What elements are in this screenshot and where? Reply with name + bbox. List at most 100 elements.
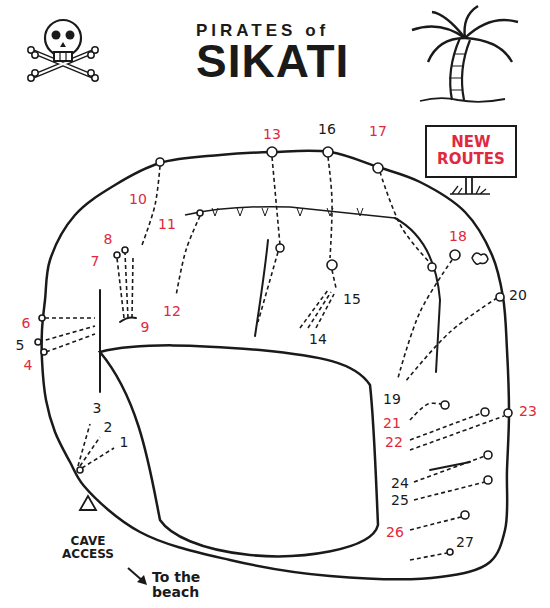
route-line: [398, 260, 452, 378]
route-number: 5: [16, 338, 25, 353]
route-line: [117, 258, 124, 318]
route-number: 26: [386, 525, 404, 540]
sign-box: NEW ROUTES: [425, 125, 517, 178]
route-line: [308, 292, 331, 328]
route-number: 20: [509, 288, 527, 303]
skull-jaw: [54, 52, 72, 61]
route-line: [78, 424, 90, 466]
wall-line: [120, 318, 136, 323]
bone-knob: [88, 70, 94, 76]
skull-head: [45, 20, 81, 56]
route-line: [410, 413, 482, 440]
route-line: [405, 298, 497, 382]
route-line: [300, 290, 328, 328]
route-number: 27: [456, 535, 474, 550]
beach-arrowhead: [137, 575, 147, 585]
route-line: [414, 456, 485, 482]
route-number: 3: [93, 401, 102, 416]
route-number: 14: [309, 332, 327, 347]
anchor-circle: [39, 315, 45, 321]
roof-line: [185, 207, 395, 218]
route-line: [328, 157, 332, 258]
route-line: [258, 252, 278, 322]
route-number: 21: [383, 416, 401, 431]
anchor-circle: [373, 163, 383, 173]
cave-triangle: [80, 496, 96, 510]
route-number: 25: [391, 493, 409, 508]
bone-knob: [32, 70, 38, 76]
direction-label: To the beach: [152, 570, 212, 601]
route-line: [332, 270, 336, 288]
palm-frond: [432, 12, 465, 38]
route-line: [82, 448, 114, 468]
route-line: [380, 172, 432, 265]
palm-trunk: [450, 38, 470, 100]
skull-teeth: [60, 52, 66, 61]
anchor-circle: [461, 511, 469, 519]
wall-line: [395, 218, 440, 372]
route-number: 13: [263, 127, 281, 142]
ground-line: [420, 98, 505, 102]
roof-hatch: [237, 208, 243, 216]
route-number: 15: [343, 292, 361, 307]
anchor-circle: [77, 467, 83, 473]
route-line: [410, 517, 461, 530]
route-number: 10: [129, 192, 147, 207]
route-line: [39, 326, 95, 342]
anchor-circle: [327, 260, 337, 270]
route-number: 4: [24, 358, 33, 373]
anchor-circle: [267, 147, 277, 157]
bone-knob: [88, 52, 94, 58]
skull-eye: [52, 31, 61, 40]
anchor-circle: [504, 409, 512, 417]
roof-hatch: [212, 208, 218, 216]
anchor-circle: [156, 158, 164, 166]
route-line: [410, 403, 441, 420]
route-number: 19: [383, 392, 401, 407]
route-number: 9: [141, 320, 150, 335]
roof-hatch: [357, 208, 363, 216]
route-line: [46, 334, 95, 352]
anchor-circle: [484, 451, 492, 459]
anchor-circle: [197, 210, 203, 216]
sign-post: [466, 177, 472, 194]
cave-floor: [100, 345, 378, 556]
route-line: [132, 258, 133, 318]
access-label: CAVE ACCESS: [62, 535, 114, 561]
skull-nose: [60, 42, 66, 47]
route-number: 17: [369, 124, 387, 139]
route-number: 2: [104, 420, 113, 435]
route-line: [414, 482, 485, 500]
anchor-circle: [122, 247, 128, 253]
bone-knob: [32, 52, 38, 58]
anchor-circle: [484, 476, 492, 484]
route-number: 8: [104, 232, 113, 247]
route-line: [176, 216, 200, 296]
wall-line: [255, 240, 268, 336]
grass: [450, 186, 490, 194]
anchor-circle: [447, 549, 453, 555]
anchor-circle: [450, 250, 460, 260]
anchor-circle: [428, 263, 436, 271]
anchor-circle: [114, 252, 120, 258]
anchor-circle: [323, 147, 333, 157]
route-line: [125, 253, 128, 318]
wall-line: [99, 290, 101, 392]
route-number: 1: [120, 435, 129, 450]
route-line: [316, 294, 334, 328]
route-number: 23: [519, 404, 537, 419]
route-number: 6: [22, 316, 31, 331]
roof-hatch: [262, 208, 268, 216]
anchor-circle: [441, 401, 449, 409]
route-line: [410, 553, 447, 560]
route-number: 18: [449, 229, 467, 244]
palm-frond: [465, 6, 478, 38]
route-number: 16: [318, 122, 336, 137]
roof-hatch: [297, 208, 303, 216]
route-number: 24: [391, 476, 409, 491]
anchor-circle: [481, 408, 489, 416]
route-number: 7: [91, 254, 100, 269]
